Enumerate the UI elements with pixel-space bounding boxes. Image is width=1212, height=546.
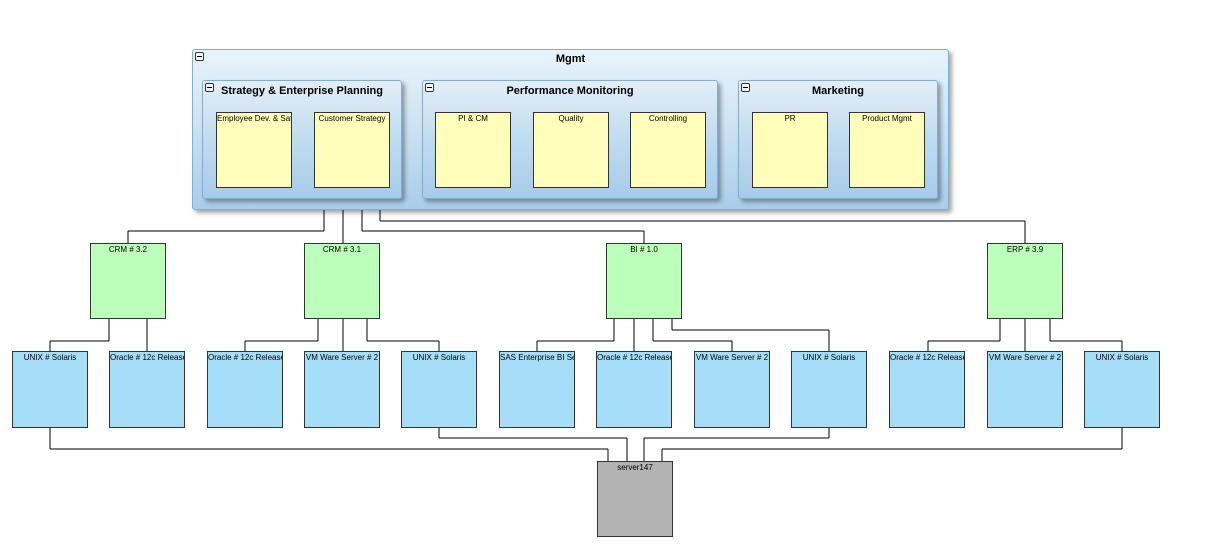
collapse-icon[interactable] — [195, 52, 204, 61]
group-mgmt-title: Mgmt — [555, 53, 586, 65]
node-unix-solaris[interactable]: UNIX # Solaris — [791, 351, 867, 428]
node-employee-dev[interactable]: Employee Dev. & Satisf. — [216, 112, 292, 188]
node-sas-enterprise-bi[interactable]: SAS Enterprise BI Server — [499, 351, 575, 428]
node-quality[interactable]: Quality — [533, 112, 609, 188]
group-marketing-title: Marketing — [812, 85, 864, 97]
node-oracle-12c[interactable]: Oracle # 12c Release 1 — [889, 351, 965, 428]
node-vmware-server[interactable]: VM Ware Server # 2 — [987, 351, 1063, 428]
node-bi-10[interactable]: BI # 1.0 — [606, 243, 682, 319]
node-vmware-server[interactable]: VM Ware Server # 2 — [694, 351, 770, 428]
node-pi-cm[interactable]: PI & CM — [435, 112, 511, 188]
node-customer-strategy[interactable]: Customer Strategy — [314, 112, 390, 188]
collapse-icon[interactable] — [741, 83, 750, 92]
node-oracle-12c[interactable]: Oracle # 12c Release 1 — [109, 351, 185, 428]
node-unix-solaris[interactable]: UNIX # Solaris — [12, 351, 88, 428]
collapse-icon[interactable] — [425, 83, 434, 92]
node-product-mgmt[interactable]: Product Mgmt — [849, 112, 925, 188]
node-unix-solaris[interactable]: UNIX # Solaris — [401, 351, 477, 428]
node-controlling[interactable]: Controlling — [630, 112, 706, 188]
node-crm-32[interactable]: CRM # 3.2 — [90, 243, 166, 319]
group-strategy-title: Strategy & Enterprise Planning — [221, 85, 383, 97]
node-unix-solaris[interactable]: UNIX # Solaris — [1084, 351, 1160, 428]
collapse-icon[interactable] — [205, 83, 214, 92]
node-erp-39[interactable]: ERP # 3.9 — [987, 243, 1063, 319]
node-crm-31[interactable]: CRM # 3.1 — [304, 243, 380, 319]
group-performance-title: Performance Monitoring — [506, 85, 634, 97]
node-server147[interactable]: server147 — [597, 461, 673, 537]
node-oracle-12c[interactable]: Oracle # 12c Release 1 — [207, 351, 283, 428]
node-vmware-server[interactable]: VM Ware Server # 2 — [304, 351, 380, 428]
node-oracle-12c[interactable]: Oracle # 12c Release 1 — [596, 351, 672, 428]
node-pr[interactable]: PR — [752, 112, 828, 188]
